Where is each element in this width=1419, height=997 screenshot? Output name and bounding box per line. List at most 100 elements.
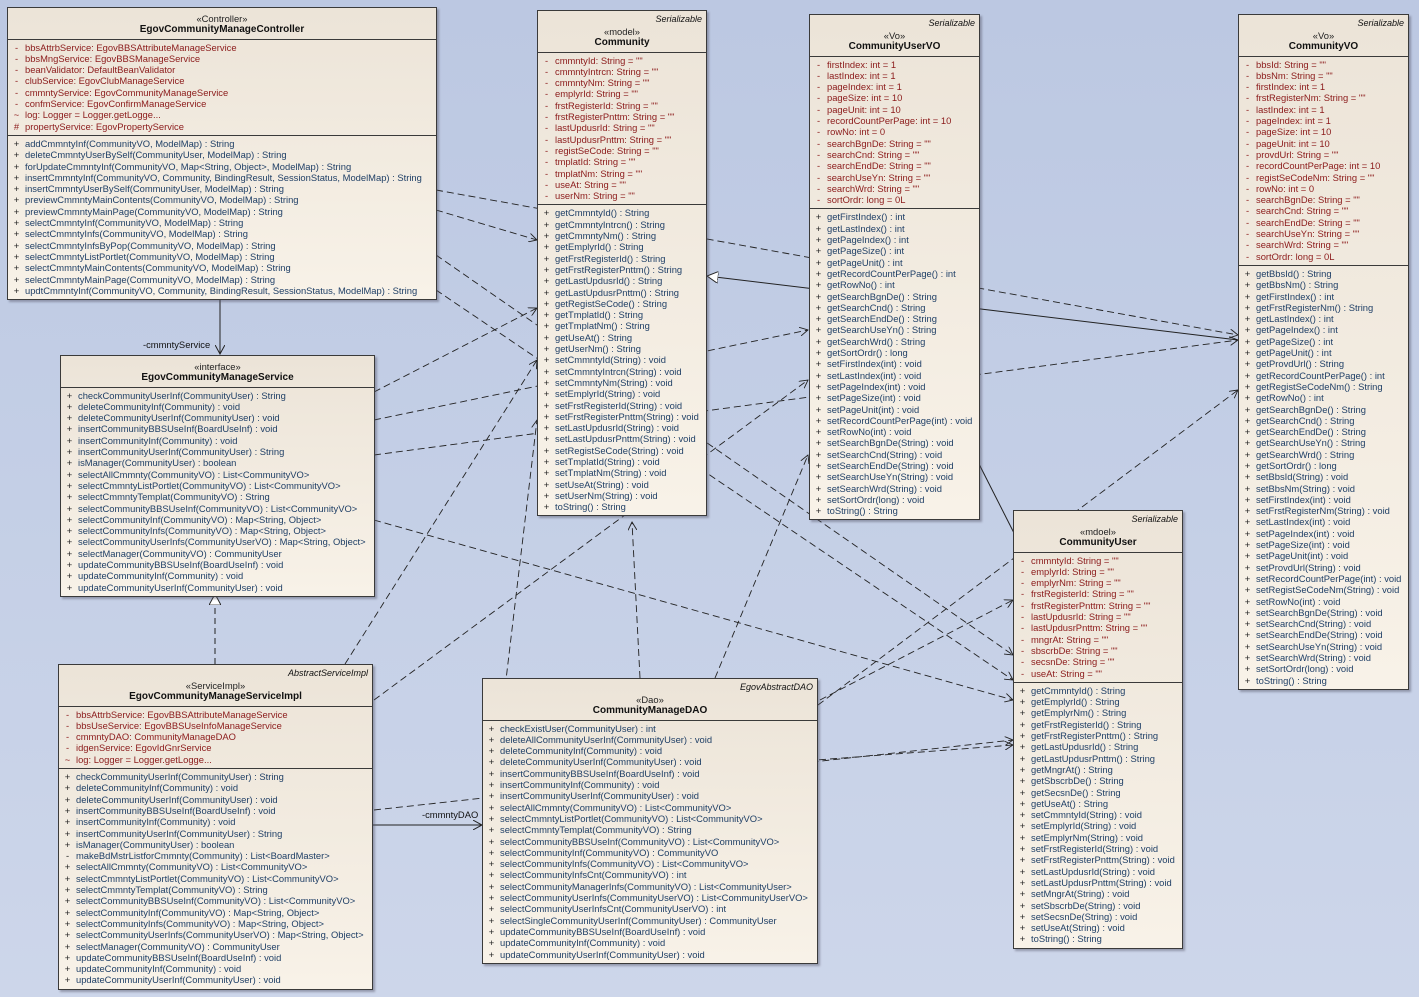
attribute-row[interactable]: -searchCnd: String = "" [1239,205,1408,216]
operation-row[interactable]: +selectCommunityInf(CommunityVO) : Map<S… [59,907,372,918]
attribute-row[interactable]: -frstRegisterNm: String = "" [1239,92,1408,103]
operation-row[interactable]: +setSortOrdr(long) : void [1239,663,1408,674]
operation-row[interactable]: +setPageIndex(int) : void [810,381,979,392]
operation-row[interactable]: +setUseAt(String) : void [538,479,706,490]
operation-row[interactable]: +selectCommunityInf(CommunityVO) : Map<S… [61,514,374,525]
operation-row[interactable]: +getEmplyrNm() : String [1014,707,1182,718]
attribute-row[interactable]: -sortOrdr: long = 0L [810,194,979,205]
operation-row[interactable]: +updateCommunityBBSUseInf(BoardUseInf) :… [61,559,374,570]
operation-row[interactable]: +setPageUnit(int) : void [1239,550,1408,561]
operation-row[interactable]: +insertCommunityBBSUseInf(BoardUseInf) :… [483,768,817,779]
operation-row[interactable]: +insertCommunityInf(Community) : void [61,435,374,446]
attribute-row[interactable]: -emplyrId: String = "" [538,88,706,99]
operation-row[interactable]: +getFrstRegisterPnttm() : String [538,264,706,275]
class-egov-community-manage-service[interactable]: «interface»EgovCommunityManageService+ch… [60,355,375,597]
operation-row[interactable]: +getPageUnit() : int [810,257,979,268]
operation-row[interactable]: +getSecsnDe() : String [1014,787,1182,798]
operation-row[interactable]: +updateCommunityBBSUseInf(BoardUseInf) :… [59,952,372,963]
operation-row[interactable]: +selectCmmntyTemplat(CommunityVO) : Stri… [483,824,817,835]
attribute-row[interactable]: -sbscrbDe: String = "" [1014,645,1182,656]
operation-row[interactable]: +setBbsNm(String) : void [1239,483,1408,494]
attribute-row[interactable]: -pageIndex: int = 1 [810,81,979,92]
operation-row[interactable]: +getEmplyrId() : String [538,241,706,252]
operation-row[interactable]: +getProvdUrl() : String [1239,358,1408,369]
attribute-row[interactable]: -lastUpdusrPnttm: String = "" [1014,622,1182,633]
operation-row[interactable]: +selectCmmntyListPortlet(CommunityVO, Mo… [8,251,436,262]
operation-row[interactable]: +getRegistSeCode() : String [538,298,706,309]
operation-row[interactable]: +getSearchBgnDe() : String [1239,404,1408,415]
attribute-row[interactable]: -frstRegisterId: String = "" [1014,588,1182,599]
operation-row[interactable]: +getSearchCnd() : String [1239,415,1408,426]
operation-row[interactable]: +getLastUpdusrPnttm() : String [538,287,706,298]
operation-row[interactable]: +deleteAllCommunityUserInf(CommunityUser… [483,734,817,745]
attribute-row[interactable]: -firstIndex: int = 1 [810,59,979,70]
operation-row[interactable]: +toString() : String [1239,675,1408,686]
operation-row[interactable]: +getCmmntyIntrcn() : String [538,219,706,230]
operation-row[interactable]: +setUseAt(String) : void [1014,922,1182,933]
operation-row[interactable]: +selectCommunityBBSUseInf(CommunityVO) :… [59,895,372,906]
operation-row[interactable]: +setCmmntyIntrcn(String) : void [538,366,706,377]
attribute-row[interactable]: -bbsAttrbService: EgovBBSAttributeManage… [8,42,436,53]
operation-row[interactable]: +isManager(CommunityUser) : boolean [59,839,372,850]
operation-row[interactable]: +selectManager(CommunityVO) : CommunityU… [59,941,372,952]
operation-row[interactable]: +selectManager(CommunityVO) : CommunityU… [61,548,374,559]
operation-row[interactable]: +getSearchEndDe() : String [810,313,979,324]
operation-row[interactable]: +setPageIndex(int) : void [1239,528,1408,539]
operation-row[interactable]: +setFrstRegisterPnttm(String) : void [1014,854,1182,865]
operation-row[interactable]: +updateCommunityUserInf(CommunityUser) :… [59,974,372,985]
attribute-row[interactable]: -searchEndDe: String = "" [810,160,979,171]
operation-row[interactable]: +updateCommunityBBSUseInf(BoardUseInf) :… [483,926,817,937]
operation-row[interactable]: +getBbsNm() : String [1239,279,1408,290]
operation-row[interactable]: +selectCommunityUserInfs(CommunityUserVO… [483,892,817,903]
operation-row[interactable]: +getSortOrdr() : long [1239,460,1408,471]
attribute-row[interactable]: -cmmntyService: EgovCommunityManageServi… [8,87,436,98]
operation-row[interactable]: +setSbscrbDe(String) : void [1014,900,1182,911]
operation-row[interactable]: +toString() : String [810,505,979,516]
operation-row[interactable]: +getLastUpdusrPnttm() : String [1014,753,1182,764]
operation-row[interactable]: +setPageSize(int) : void [810,392,979,403]
operation-row[interactable]: +updateCommunityUserInf(CommunityUser) :… [61,582,374,593]
attribute-row[interactable]: -searchBgnDe: String = "" [810,138,979,149]
operation-row[interactable]: +insertCommunityUserInf(CommunityUser) :… [483,790,817,801]
operation-row[interactable]: +selectCmmntyTemplat(CommunityVO) : Stri… [61,491,374,502]
operation-row[interactable]: +selectAllCmmnty(CommunityVO) : List<Com… [483,802,817,813]
operation-row[interactable]: +selectCommunityBBSUseInf(CommunityVO) :… [61,503,374,514]
attribute-row[interactable]: -tmplatId: String = "" [538,156,706,167]
operation-row[interactable]: +setCmmntyId(String) : void [1014,809,1182,820]
operation-row[interactable]: +insertCommunityInf(Community) : void [483,779,817,790]
attribute-row[interactable]: -cmmntyId: String = "" [538,55,706,66]
operation-row[interactable]: +getSearchWrd() : String [810,336,979,347]
operation-row[interactable]: +updateCommunityInf(Community) : void [483,937,817,948]
operation-row[interactable]: +selectCommunityInf(CommunityVO) : Commu… [483,847,817,858]
operation-row[interactable]: +insertCmmntyInf(CommunityVO, Community,… [8,172,436,183]
class-community-user[interactable]: Serializable«mdoel»CommunityUser-cmmntyI… [1013,510,1183,949]
operation-row[interactable]: +getTmplatNm() : String [538,320,706,331]
operation-row[interactable]: +getFirstIndex() : int [1239,291,1408,302]
operation-row[interactable]: +setLastUpdusrId(String) : void [538,422,706,433]
operation-row[interactable]: +deleteCmmntyUserBySelf(CommunityUser, M… [8,149,436,160]
operation-row[interactable]: +getLastUpdusrId() : String [1014,741,1182,752]
operation-row[interactable]: +selectAllCmmnty(CommunityVO) : List<Com… [61,469,374,480]
operation-row[interactable]: +updateCommunityUserInf(CommunityUser) :… [483,949,817,960]
operation-row[interactable]: +setSearchEndDe(String) : void [1239,629,1408,640]
operation-row[interactable]: +setLastUpdusrId(String) : void [1014,866,1182,877]
operation-row[interactable]: +setCmmntyNm(String) : void [538,377,706,388]
operation-row[interactable]: +getCmmntyId() : String [1014,685,1182,696]
operation-row[interactable]: +setRowNo(int) : void [810,426,979,437]
operation-row[interactable]: +setSearchUseYn(String) : void [1239,641,1408,652]
attribute-row[interactable]: -cmmntyId: String = "" [1014,555,1182,566]
attribute-row[interactable]: -lastIndex: int = 1 [1239,104,1408,115]
attribute-row[interactable]: -lastUpdusrPnttm: String = "" [538,134,706,145]
operation-row[interactable]: +setFrstRegisterId(String) : void [538,400,706,411]
operation-row[interactable]: +getSearchUseYn() : String [1239,437,1408,448]
operation-row[interactable]: +setSearchCnd(String) : void [810,449,979,460]
operation-row[interactable]: +getUseAt() : String [538,332,706,343]
operation-row[interactable]: +previewCmmntyMainContents(CommunityVO, … [8,194,436,205]
attribute-row[interactable]: -frstRegisterId: String = "" [538,100,706,111]
operation-row[interactable]: +setRowNo(int) : void [1239,596,1408,607]
operation-row[interactable]: +setSecsnDe(String) : void [1014,911,1182,922]
attribute-row[interactable]: -pageIndex: int = 1 [1239,115,1408,126]
attribute-row[interactable]: -registSeCodeNm: String = "" [1239,172,1408,183]
operation-row[interactable]: +selectCmmntyInfs(CommunityVO, ModelMap)… [8,228,436,239]
operation-row[interactable]: +selectCommunityInfsCnt(CommunityVO) : i… [483,869,817,880]
